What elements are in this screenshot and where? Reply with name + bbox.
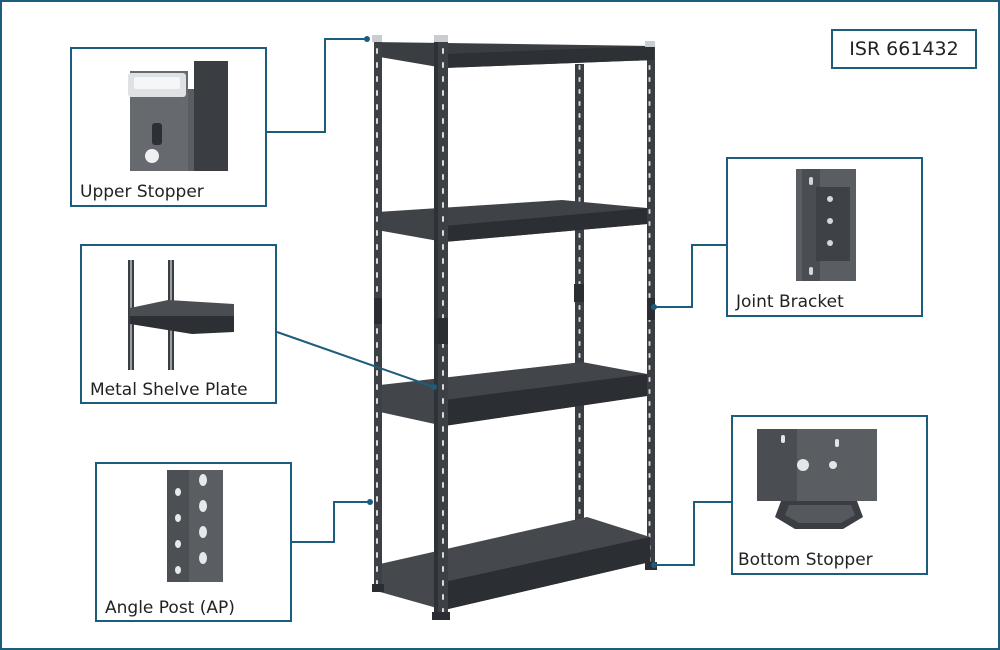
bottom-stopper-left: [372, 584, 384, 592]
label-bottom-stopper: Bottom Stopper: [738, 550, 873, 570]
upper-stopper-left: [372, 35, 382, 42]
label-upper-stopper: Upper Stopper: [80, 182, 204, 202]
model-code: ISR 661432: [849, 38, 959, 60]
callout-upper-stopper: Upper Stopper: [70, 47, 267, 207]
joint-bracket-right: [647, 298, 655, 320]
bottom-stopper-photo: [755, 429, 879, 539]
callout-angle-post: Angle Post (AP): [95, 462, 292, 622]
upper-stopper-photo: [124, 61, 234, 171]
model-code-box: ISR 661432: [831, 29, 977, 69]
label-joint-bracket: Joint Bracket: [736, 292, 844, 312]
label-metal-shelve-plate: Metal Shelve Plate: [90, 380, 248, 400]
upper-stopper-middle: [434, 35, 448, 42]
bottom-stopper-middle: [432, 612, 450, 620]
upper-stopper-right: [645, 41, 655, 47]
label-angle-post: Angle Post (AP): [105, 598, 235, 618]
joint-bracket-photo: [796, 169, 856, 281]
angle-post-photo: [167, 470, 223, 582]
metal-shelve-plate-photo: [128, 260, 234, 370]
callout-joint-bracket: Joint Bracket: [726, 157, 923, 317]
callout-metal-shelve-plate: Metal Shelve Plate: [80, 244, 277, 404]
joint-bracket-left: [374, 298, 382, 324]
joint-bracket-middle: [434, 318, 448, 344]
bottom-stopper-right: [645, 562, 657, 570]
callout-bottom-stopper: Bottom Stopper: [731, 415, 928, 575]
